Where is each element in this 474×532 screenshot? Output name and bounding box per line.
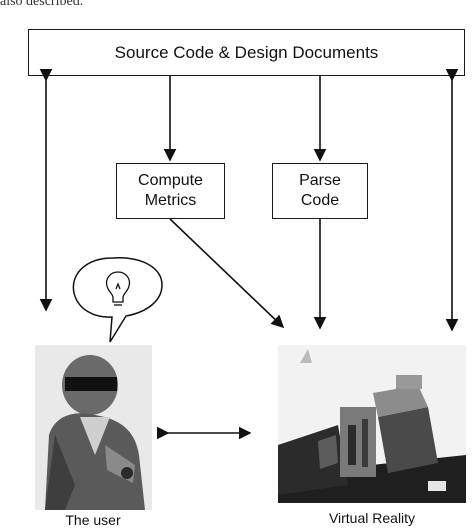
parse-code-label: Parse Code xyxy=(299,172,341,209)
parse-code-box: Parse Code xyxy=(272,163,368,219)
source-code-label: Source Code & Design Documents xyxy=(114,42,379,62)
user-photo xyxy=(35,345,152,510)
header-fragment: also described. xyxy=(0,0,84,9)
lightbulb-icon xyxy=(105,271,131,306)
user-caption: The user xyxy=(65,512,121,528)
compute-metrics-label: Compute Metrics xyxy=(138,172,203,209)
source-code-box: Source Code & Design Documents xyxy=(28,29,465,76)
compute-metrics-box: Compute Metrics xyxy=(116,163,225,219)
virtual-reality-caption: Virtual Reality xyxy=(328,510,416,526)
arrow-compute-to-vr xyxy=(169,218,285,329)
virtual-reality-photo xyxy=(278,345,466,503)
